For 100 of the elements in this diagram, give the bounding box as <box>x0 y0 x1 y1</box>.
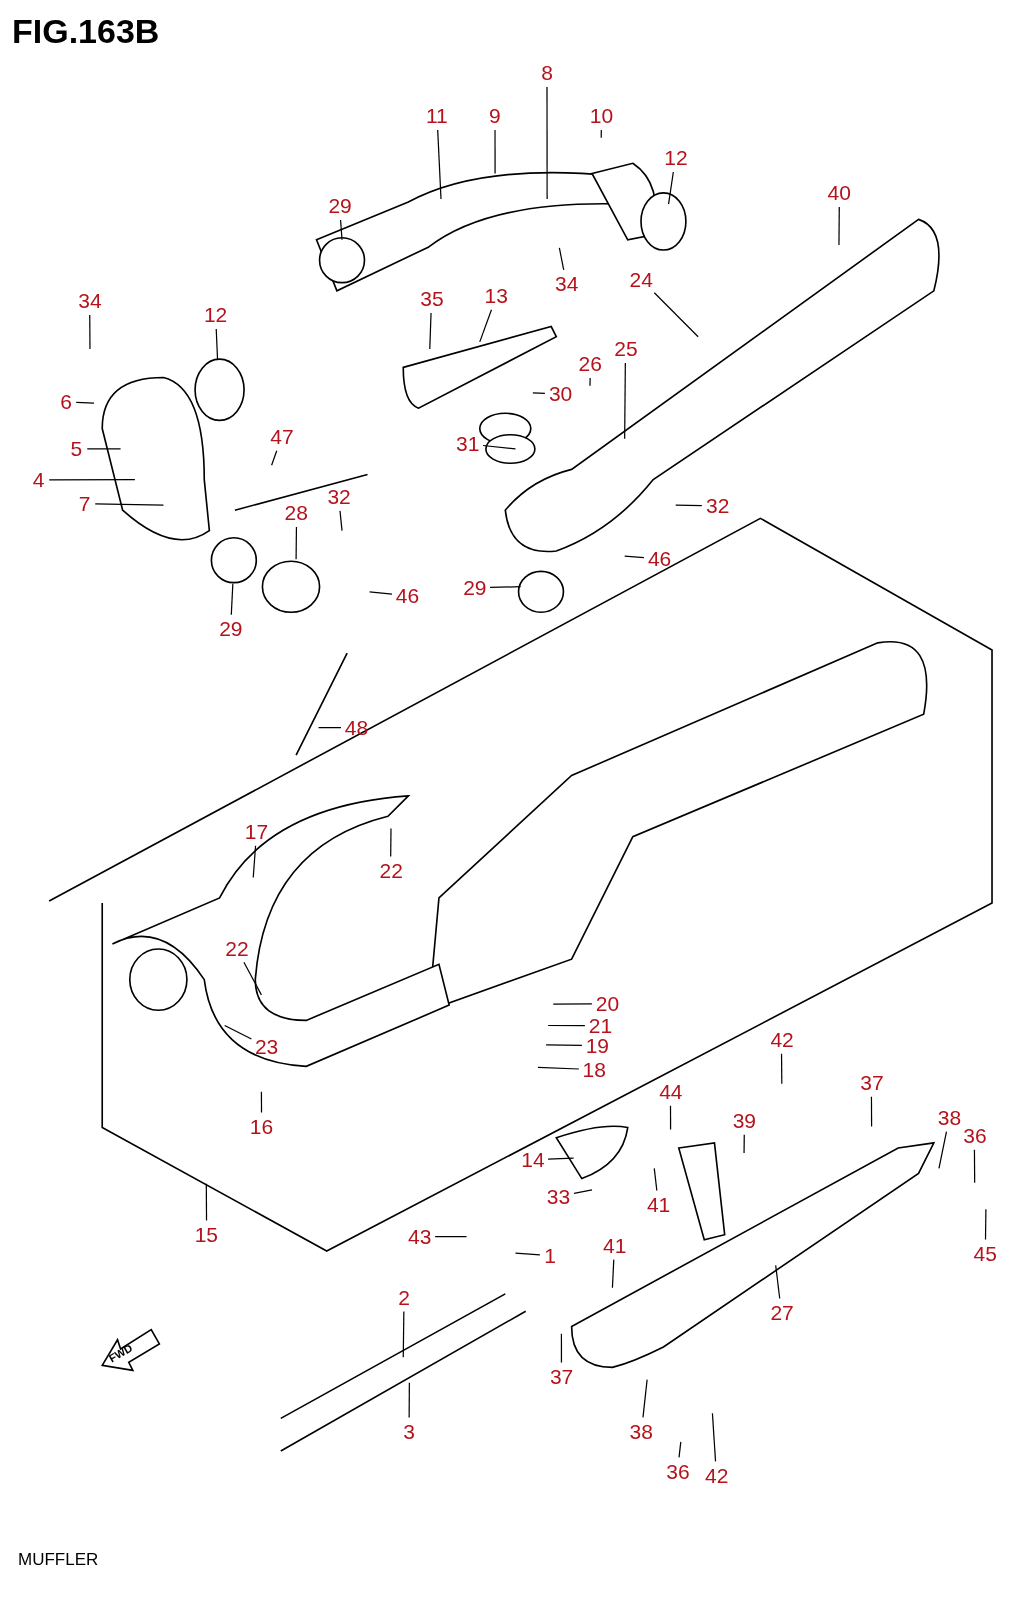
leader-line <box>86 448 122 450</box>
callout-number: 42 <box>770 1030 794 1051</box>
leader-line <box>678 1441 682 1459</box>
callout-number: 29 <box>219 618 243 639</box>
leader-line <box>838 206 840 246</box>
leader-line <box>48 478 136 481</box>
callout-number: 38 <box>629 1422 653 1443</box>
leader-line <box>434 1236 468 1238</box>
leader-line <box>675 504 703 507</box>
leader-line <box>271 450 278 466</box>
leader-line <box>642 1379 648 1419</box>
leader-line <box>973 1149 976 1184</box>
leader-line <box>494 129 496 175</box>
figure-title: FIG.163B <box>12 12 160 51</box>
figure-caption: MUFFLER <box>18 1550 99 1570</box>
leader-line <box>775 1264 781 1300</box>
leader-line <box>552 1003 593 1005</box>
leader-line <box>667 171 674 205</box>
callout-number: 41 <box>603 1236 627 1257</box>
leader-line <box>339 510 343 532</box>
leader-line <box>224 1024 253 1040</box>
callout-number: 47 <box>270 426 294 447</box>
callout-number: 28 <box>284 503 308 524</box>
callout-number: 18 <box>582 1059 606 1080</box>
callout-number: 30 <box>548 384 573 404</box>
callout-number: 37 <box>549 1367 574 1387</box>
leader-line <box>437 129 442 200</box>
leader-line <box>624 555 645 559</box>
callout-number: 33 <box>546 1187 571 1208</box>
leader-line <box>558 247 565 271</box>
leader-line <box>408 1382 410 1418</box>
callout-number: 23 <box>254 1037 279 1058</box>
leader-line <box>295 526 298 560</box>
callout-number: 42 <box>705 1466 729 1487</box>
callout-number: 37 <box>860 1073 884 1094</box>
callout-number: 32 <box>706 496 730 517</box>
callout-number: 11 <box>425 106 448 127</box>
leader-line <box>89 314 91 350</box>
leader-line <box>532 392 546 394</box>
leader-line <box>482 444 517 450</box>
direction-label: FWD <box>106 1341 135 1364</box>
leader-line <box>94 503 165 506</box>
callout-number: 24 <box>629 269 653 290</box>
callout-number: 17 <box>244 821 269 842</box>
callout-number: 10 <box>589 106 614 127</box>
callout-number: 36 <box>963 1126 987 1147</box>
callout-number: 14 <box>521 1149 545 1170</box>
callout-number: 48 <box>344 717 369 738</box>
leader-line <box>252 845 257 879</box>
callout-number: 22 <box>225 939 249 960</box>
callout-number: 5 <box>70 439 83 460</box>
leader-line <box>339 219 343 241</box>
callout-number: 8 <box>541 63 553 84</box>
callout-number: 3 <box>403 1422 415 1443</box>
callout-number: 36 <box>666 1461 690 1482</box>
leader-line <box>75 401 95 404</box>
callout-number: 6 <box>60 392 73 413</box>
callout-number: 32 <box>327 487 351 508</box>
leader-line <box>260 1091 263 1114</box>
leader-line <box>243 961 263 996</box>
callout-number: 34 <box>78 291 102 312</box>
callout-number: 31 <box>456 434 480 455</box>
callout-number: 19 <box>585 1036 609 1057</box>
callout-number: 29 <box>328 196 352 217</box>
leader-line <box>545 1044 583 1046</box>
leader-line <box>546 86 548 200</box>
leader-line <box>547 1157 575 1160</box>
callout-number: 12 <box>664 148 688 169</box>
callout-number: 7 <box>78 494 91 515</box>
leader-line <box>368 591 393 595</box>
leader-line <box>653 1167 658 1192</box>
callout-number: 34 <box>555 273 579 294</box>
callout-number: 12 <box>203 305 228 326</box>
leader-line <box>589 377 591 387</box>
leader-line <box>624 362 626 440</box>
leader-line <box>870 1096 873 1128</box>
leader-line <box>653 292 699 338</box>
callout-number: 1 <box>544 1245 556 1266</box>
leader-line <box>984 1208 987 1241</box>
leader-line <box>215 328 219 360</box>
leader-line <box>573 1189 593 1195</box>
leader-line <box>390 827 392 858</box>
callout-number: 9 <box>489 106 501 127</box>
callout-number: 27 <box>770 1302 794 1323</box>
leader-line <box>669 1105 672 1131</box>
callout-number: 15 <box>194 1225 219 1246</box>
callout-number: 46 <box>647 549 672 570</box>
callout-number: 40 <box>827 182 851 203</box>
callout-number: 4 <box>32 469 45 490</box>
leader-line <box>402 1311 405 1358</box>
callout-number: 38 <box>937 1107 962 1128</box>
leader-line <box>230 583 234 616</box>
callout-number: 2 <box>398 1288 410 1309</box>
callout-number: 16 <box>249 1116 274 1137</box>
callout-number: 41 <box>646 1194 671 1215</box>
callout-number: 29 <box>463 577 487 598</box>
callout-number: 44 <box>659 1082 683 1103</box>
callout-number: 22 <box>379 860 403 881</box>
callout-number: 13 <box>484 286 508 306</box>
callout-number: 45 <box>973 1243 997 1264</box>
